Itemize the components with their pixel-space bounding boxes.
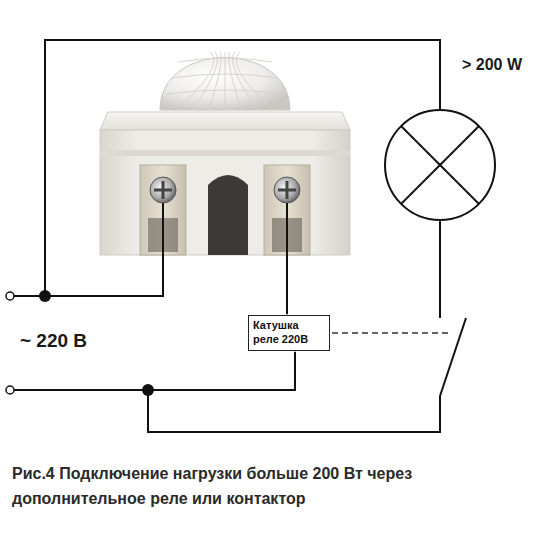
housing-ridge xyxy=(100,150,350,156)
mechanical-link xyxy=(332,332,452,333)
relay-coil-box: Катушка реле 220В xyxy=(248,315,330,351)
input-terminal xyxy=(6,292,14,300)
terminal-screw xyxy=(150,177,176,203)
figure-caption: Рис.4 Подключение нагрузки больше 200 Вт… xyxy=(12,462,512,512)
sensor-housing-top xyxy=(100,112,350,130)
sensor-housing xyxy=(100,130,350,255)
pir-dome xyxy=(160,52,290,110)
wiring xyxy=(14,40,466,432)
junction-dot xyxy=(39,290,51,302)
power-rating: > 200 W xyxy=(462,56,522,74)
coil-wiring xyxy=(148,203,295,390)
supply-voltage: ~ 220 В xyxy=(20,330,87,352)
lamp-symbol xyxy=(385,110,495,220)
housing-notch xyxy=(208,175,248,255)
terminal-screw xyxy=(274,177,300,203)
coil-label: Катушка реле 220В xyxy=(253,319,325,347)
input-terminal xyxy=(6,386,14,394)
